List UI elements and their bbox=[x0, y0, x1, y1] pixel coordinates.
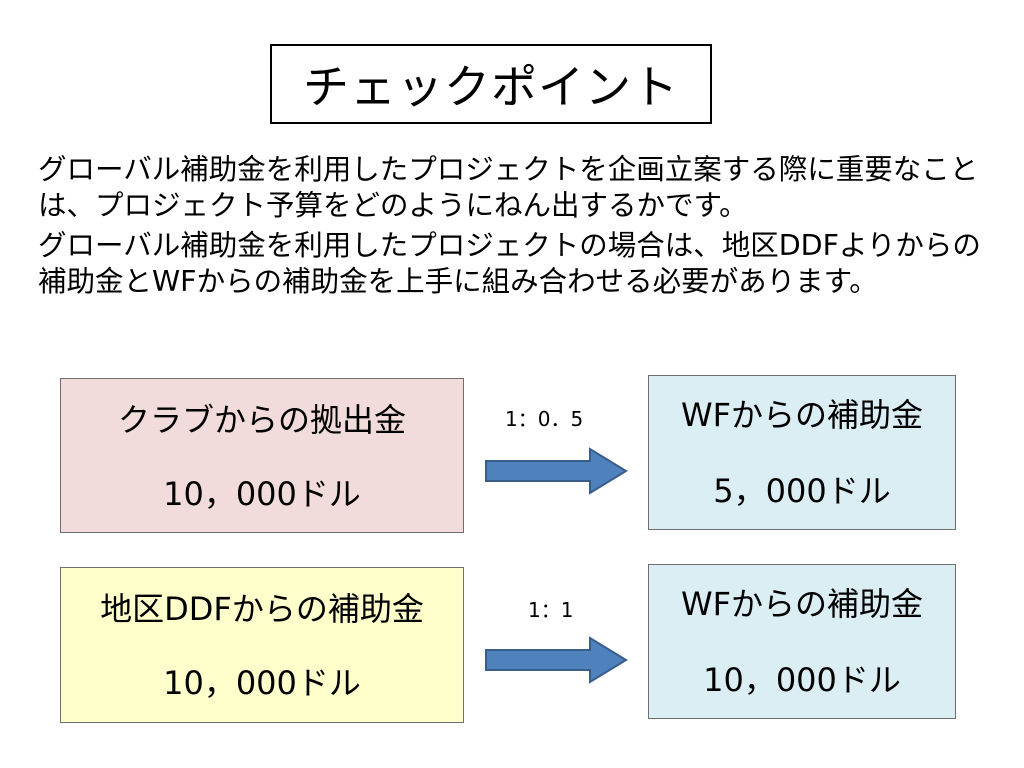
club-contribution-box: クラブからの拠出金 10，000ドル bbox=[60, 378, 464, 533]
district-ddf-box: 地区DDFからの補助金 10，000ドル bbox=[60, 567, 464, 723]
club-contribution-label: クラブからの拠出金 bbox=[117, 401, 406, 439]
club-contribution-amount: 10，000ドル bbox=[163, 475, 361, 513]
intro-paragraph-1: グローバル補助金を利用したプロジェクトを企画立案する際に重要なことは、プロジェク… bbox=[38, 153, 979, 222]
arrow-shape bbox=[485, 447, 628, 495]
wf-grant-label-2: WFからの補助金 bbox=[680, 585, 924, 623]
district-ddf-amount: 10，000ドル bbox=[163, 664, 361, 702]
slide-title: チェックポイント bbox=[303, 60, 679, 114]
wf-grant-amount-2: 10，000ドル bbox=[703, 661, 901, 699]
right-arrow-icon bbox=[485, 447, 628, 495]
ratio-label-2: 1：1 bbox=[528, 598, 574, 622]
arrow-shape bbox=[485, 636, 628, 684]
wf-grant-amount-1: 5，000ドル bbox=[713, 472, 891, 510]
right-arrow-icon bbox=[485, 636, 628, 684]
slide-title-box: チェックポイント bbox=[270, 44, 712, 124]
district-ddf-label: 地区DDFからの補助金 bbox=[100, 590, 424, 628]
ratio-label-1: 1：0．5 bbox=[505, 407, 584, 431]
wf-grant-label-1: WFからの補助金 bbox=[680, 396, 924, 434]
intro-paragraph-2: グローバル補助金を利用したプロジェクトの場合は、地区DDFよりからの補助金とWF… bbox=[38, 229, 981, 298]
wf-grant-box-1: WFからの補助金 5，000ドル bbox=[648, 375, 956, 530]
wf-grant-box-2: WFからの補助金 10，000ドル bbox=[648, 564, 956, 719]
